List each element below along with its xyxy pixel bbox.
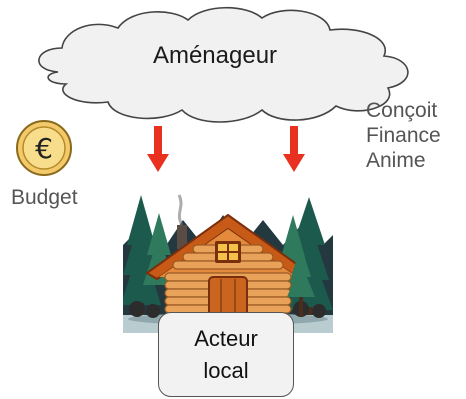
roles-list: Conçoit Finance Anime bbox=[366, 98, 441, 173]
cloud-label-amenageur: Aménageur bbox=[152, 42, 278, 69]
budget-label: Budget bbox=[11, 186, 78, 209]
arrow-down-left-icon bbox=[147, 126, 169, 172]
cabin-door-icon bbox=[208, 276, 248, 318]
cabin-window-icon bbox=[215, 241, 241, 263]
arrow-down-right-icon bbox=[283, 126, 305, 172]
actor-label-line1: Acteur bbox=[194, 325, 258, 351]
actor-local-box: Acteur local bbox=[158, 312, 294, 397]
actor-label-line2: local bbox=[203, 357, 249, 383]
euro-coin-icon: € bbox=[16, 120, 72, 176]
role-concoit: Conçoit bbox=[366, 99, 438, 122]
arrows-group bbox=[147, 126, 305, 172]
cloud-shape bbox=[38, 6, 409, 123]
log-cabin-forest-illustration bbox=[123, 185, 333, 333]
role-anime: Anime bbox=[366, 149, 426, 172]
role-finance: Finance bbox=[366, 124, 441, 147]
euro-symbol: € bbox=[35, 132, 53, 165]
